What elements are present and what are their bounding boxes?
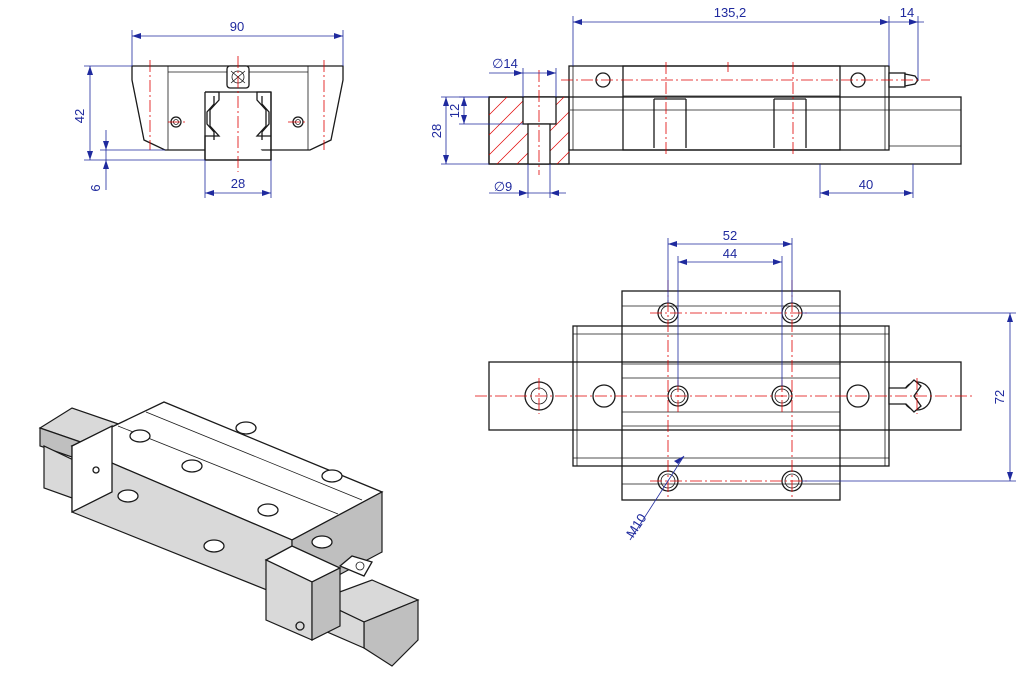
dim-side-nipple: 14 xyxy=(900,5,914,20)
front-dimensions: 90 42 6 28 xyxy=(72,19,344,198)
dim-front-height: 42 xyxy=(72,109,87,123)
dim-side-pitch: 40 xyxy=(859,177,873,192)
dim-side-counterbore-dia: ∅14 xyxy=(492,56,518,71)
dim-top-span-outer: 52 xyxy=(723,228,737,243)
side-dimensions: 135,2 14 ∅14 ∅9 12 28 40 xyxy=(429,5,924,198)
dim-top-span-cross: 72 xyxy=(992,390,1007,404)
top-dimensions: 52 44 72 M10 xyxy=(623,228,1016,540)
dim-side-hole-dia: ∅9 xyxy=(494,179,513,194)
dim-front-base-offset: 6 xyxy=(88,184,103,191)
isometric-view xyxy=(38,401,420,667)
dim-front-width: 90 xyxy=(230,19,244,34)
dim-side-counterbore-depth: 12 xyxy=(447,104,462,118)
side-view xyxy=(488,62,962,175)
dim-side-rail-height: 28 xyxy=(429,124,444,138)
dim-top-span-inner: 44 xyxy=(723,246,737,261)
dim-side-length: 135,2 xyxy=(714,5,747,20)
top-view xyxy=(475,280,975,501)
front-view xyxy=(131,56,344,172)
dim-front-rail-width: 28 xyxy=(231,176,245,191)
